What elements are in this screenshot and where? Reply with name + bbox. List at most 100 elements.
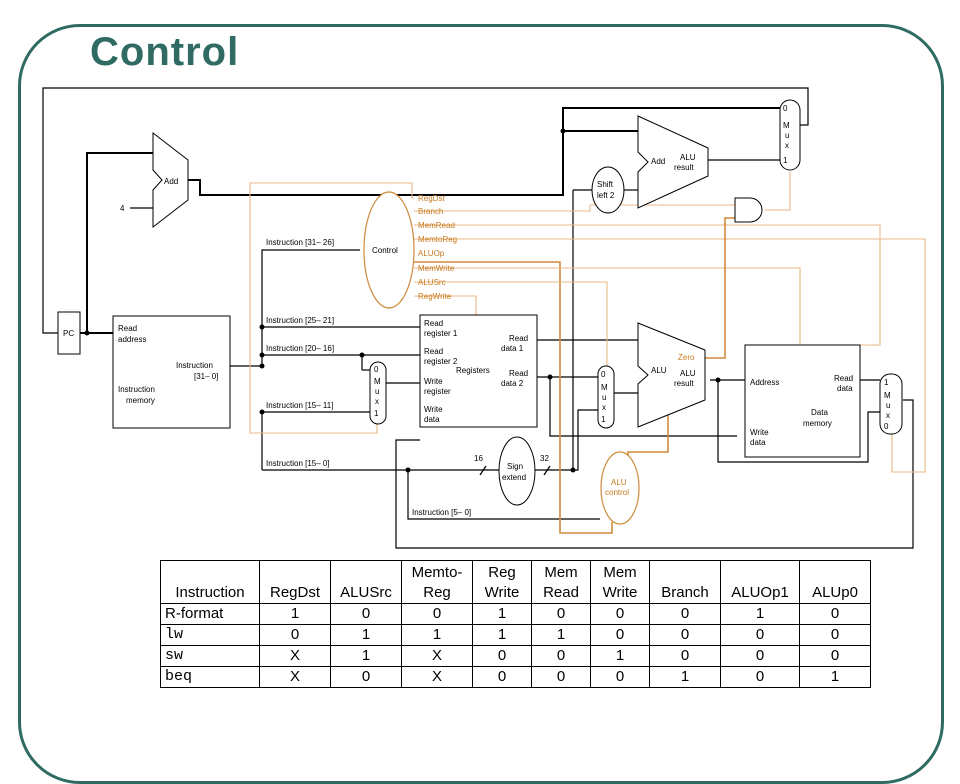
table-cell: 0 [649, 603, 721, 625]
table-cell: 0 [531, 666, 591, 688]
regdst-mux [369, 361, 387, 425]
signal-memread: MemRead [418, 221, 455, 230]
table-cell: 0 [720, 645, 800, 667]
shift-b: left 2 [597, 191, 615, 200]
shift-a: Shift [597, 180, 614, 189]
table-cell: 0 [590, 666, 650, 688]
control-label: Control [372, 246, 398, 255]
header-cell: RegDst [259, 560, 331, 604]
table-cell: X [259, 645, 331, 667]
reg-read2-a: Read [424, 347, 443, 356]
table-cell: 1 [531, 624, 591, 646]
table-cell: X [401, 666, 473, 688]
table-cell: 0 [531, 603, 591, 625]
field-5-0: Instruction [5– 0] [412, 508, 471, 517]
pc-adder [152, 131, 189, 229]
table-cell: 1 [330, 624, 402, 646]
alu-zero: Zero [678, 353, 695, 362]
sign-extend-in: 16 [474, 454, 483, 463]
pc-mux-m: M [783, 121, 790, 130]
table-cell: X [401, 645, 473, 667]
signal-branch: Branch [418, 207, 443, 216]
header-cell: Instruction [160, 560, 260, 604]
reg-rdata1-b: data 1 [501, 344, 524, 353]
field-25-21: Instruction [25– 21] [266, 316, 334, 325]
alusrc-mux-m: M [601, 383, 608, 392]
signal-aluop: ALUOp [418, 249, 445, 258]
dm-write2: data [750, 438, 766, 447]
table-cell: 1 [649, 666, 721, 688]
reg-write-b: register [424, 387, 451, 396]
field-15-0: Instruction [15– 0] [266, 459, 330, 468]
reg-write-a: Write [424, 377, 443, 386]
table-cell: 0 [330, 666, 402, 688]
signal-memtoreg: MemtoReg [418, 235, 457, 244]
alu-control-a: ALU [611, 478, 627, 487]
pc-label: PC [63, 329, 74, 338]
header-cell: ALUSrc [330, 560, 402, 604]
alu-name: ALU [651, 366, 667, 375]
junction-dots [84, 128, 721, 473]
sign-extend-a: Sign [507, 462, 523, 471]
mem-mux-u: u [886, 401, 890, 410]
signal-memwrite: MemWrite [418, 264, 455, 273]
table-cell: 1 [472, 603, 532, 625]
shift-left-2 [591, 166, 625, 214]
main-alu [637, 322, 706, 428]
constant-four: 4 [120, 204, 125, 213]
pc-mux-x: x [785, 141, 789, 150]
table-cell: 1 [590, 645, 650, 667]
table-cell: 0 [799, 603, 871, 625]
reg-wdata-a: Write [424, 405, 443, 414]
table-cell: 0 [590, 603, 650, 625]
pc-source-mux [779, 99, 801, 171]
dm-name2: memory [803, 419, 832, 428]
field-20-16: Instruction [20– 16] [266, 344, 334, 353]
alu-res1: ALU [680, 369, 696, 378]
data-memory [744, 344, 861, 458]
regdst-mux-m: M [374, 377, 381, 386]
reg-read2-b: register 2 [424, 357, 458, 366]
alu-res2: result [674, 379, 694, 388]
alusrc-mux [597, 365, 615, 429]
regdst-mux-0: 0 [374, 365, 379, 374]
sign-extend-b: extend [502, 473, 526, 482]
branch-and-gate [734, 197, 763, 223]
table-cell: lw [160, 624, 260, 646]
registers-label: Registers [456, 366, 490, 375]
table-cell: 1 [720, 603, 800, 625]
table-cell: 0 [259, 624, 331, 646]
field-31-26: Instruction [31– 26] [266, 238, 334, 247]
reg-read1-b: register 1 [424, 329, 458, 338]
header-cell: ALUp0 [799, 560, 871, 604]
table-cell: 0 [720, 624, 800, 646]
im-name2: memory [126, 396, 155, 405]
dm-address: Address [750, 378, 779, 387]
reg-read1-a: Read [424, 319, 443, 328]
table-cell: 1 [799, 666, 871, 688]
dm-read1: Read [834, 374, 853, 383]
pc-adder-label: Add [164, 177, 178, 186]
pc-mux-1: 1 [783, 156, 788, 165]
control-signal-labels: RegDst Branch MemRead MemtoReg ALUOp Mem… [418, 194, 457, 301]
header-cell: ALUOp1 [720, 560, 800, 604]
branch-adder-name: Add [651, 157, 665, 166]
im-instruction: Instruction [176, 361, 213, 370]
table-cell: beq [160, 666, 260, 688]
table-cell: 0 [330, 603, 402, 625]
branch-adder-res1: ALU [680, 153, 696, 162]
memtoreg-mux [879, 373, 903, 435]
alusrc-mux-0: 0 [601, 370, 606, 379]
alu-control-b: control [605, 488, 629, 497]
table-cell: 0 [799, 645, 871, 667]
table-cell: 0 [720, 666, 800, 688]
mem-mux-x: x [886, 411, 890, 420]
instruction-memory [112, 315, 231, 429]
